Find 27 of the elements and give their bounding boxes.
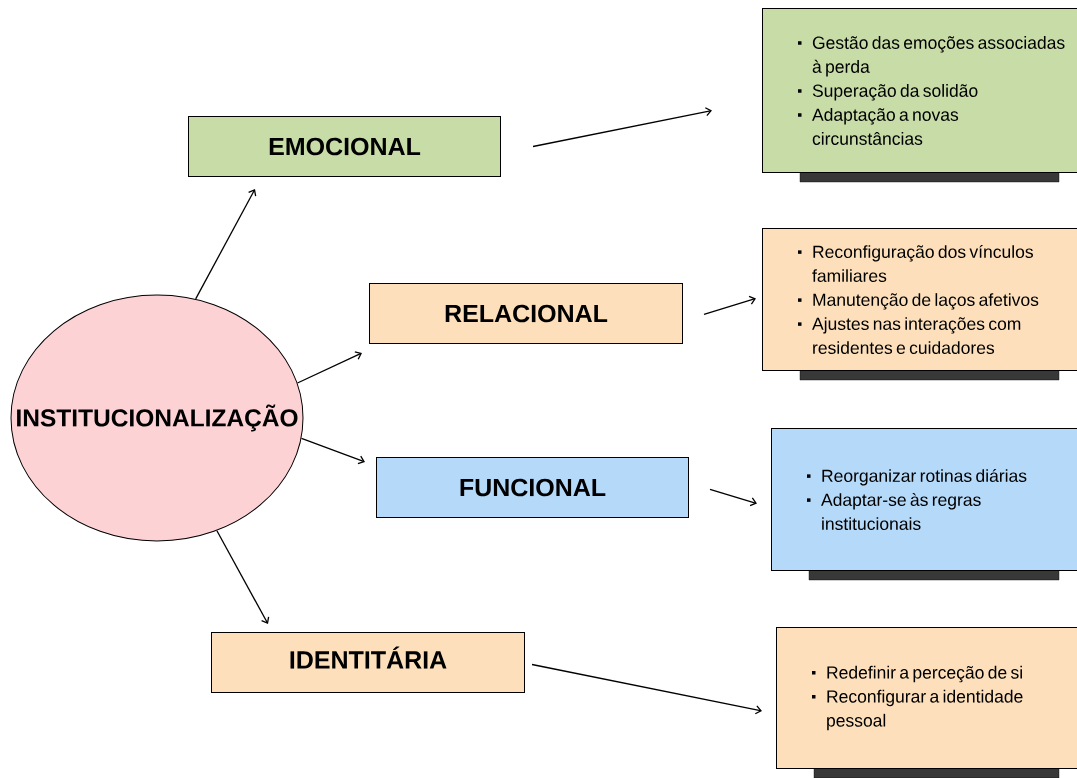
category-box: IDENTITÁRIA: [211, 632, 525, 693]
detail-box: [776, 627, 1077, 769]
ellipse-node: INSTITUCIONALIZAÇÃO: [10, 294, 304, 542]
arrow: [300, 437, 365, 465]
detail-box: [771, 428, 1077, 571]
category-box: RELACIONAL: [369, 283, 683, 344]
bullet-item: Reorganizar rotinas diárias: [822, 468, 1027, 486]
bullet-item: Ajustes nas interações com residentes e cuidadores: [812, 317, 1021, 354]
category-box: FUNCIONAL: [376, 457, 689, 518]
bullet-item: Gestão das emoções associadas à perda: [812, 36, 1065, 77]
bullet-item: Adaptar-se às regras institucionais: [821, 492, 981, 530]
bullet-item: Adaptação a novas circunstâncias: [812, 108, 959, 145]
detail-box: [762, 228, 1077, 371]
bullet-item: Superação da solidão: [812, 84, 978, 101]
arrow: [703, 295, 756, 316]
bullet-item: Reconfiguração dos vínculos familiares: [812, 244, 1033, 283]
arrow: [532, 107, 712, 148]
arrow: [709, 488, 757, 507]
bullet-item: Reconfigurar a identidade pessoal: [827, 689, 1023, 731]
bullet-item: Manutenção de laços afetivos: [813, 293, 1039, 310]
arrow: [531, 663, 762, 715]
category-box: EMOCIONAL: [188, 116, 501, 177]
bullet-item: Redefinir a perceção de si: [827, 665, 1022, 683]
arrow: [216, 530, 270, 624]
arrow: [195, 189, 257, 300]
arrow: [296, 351, 362, 384]
detail-box: [762, 8, 1077, 173]
